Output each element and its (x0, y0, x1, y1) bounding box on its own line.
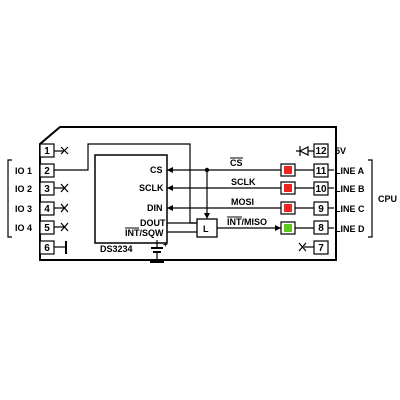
left-pin-6: 6 (39, 240, 55, 255)
signal-sclk: SCLK (231, 177, 256, 187)
nc-cross-icon (54, 183, 69, 193)
nc-cross-icon (54, 203, 69, 213)
cpu-label: CPU (378, 194, 397, 204)
left-pin-1: 1 (39, 143, 55, 158)
line-d-label: LINE D (335, 224, 365, 234)
line-c-label: LINE C (335, 204, 365, 214)
led-line-d (280, 221, 296, 235)
pin-number: 7 (318, 243, 324, 254)
left-pin-5: 5 (39, 220, 55, 235)
nc-cross-icon (54, 146, 69, 155)
battery-icon (150, 240, 164, 263)
nc-cross-icon (298, 242, 314, 252)
chip-pin-int-sqw: INT/SQW (125, 228, 164, 238)
pin-number: 11 (316, 166, 327, 177)
right-pin-11: 11 (313, 163, 329, 178)
pin-number: 10 (315, 184, 327, 195)
signal-int-miso: INT/MISO (227, 217, 267, 227)
chip-body (94, 154, 168, 244)
gate-label: L (203, 224, 209, 234)
io-label-2: IO 2 (15, 184, 32, 194)
led-line-a (280, 163, 296, 177)
io-label-3: IO 3 (15, 204, 32, 214)
led-line-c (280, 201, 296, 215)
signal-mosi: MOSI (231, 197, 254, 207)
pin-number: 9 (318, 204, 324, 215)
arrow-icon (204, 213, 210, 219)
diode-icon (296, 146, 314, 156)
left-pin-3: 3 (39, 181, 55, 196)
pin-number: 12 (315, 146, 327, 157)
chip-pin-dout: DOUT (140, 218, 166, 228)
pin-number: 5 (44, 223, 50, 234)
nc-cross-icon (54, 222, 69, 232)
pin-number: 6 (44, 243, 50, 254)
power-label: 5V (335, 146, 346, 156)
pin-number: 1 (44, 146, 50, 157)
arrow-icon (275, 225, 281, 231)
left-pin-4: 4 (39, 201, 55, 216)
signal-cs: CS (230, 158, 243, 168)
pin-number: 4 (44, 204, 50, 215)
line-a-label: LINE A (335, 166, 365, 176)
io-label-4: IO 4 (15, 223, 32, 233)
right-pin-12: 12 (313, 143, 329, 158)
pin-number: 8 (318, 223, 324, 234)
chip-pin-cs: CS (150, 165, 163, 175)
pin-number: 2 (44, 166, 50, 177)
chip-name: DS3234 (100, 244, 133, 254)
io-bracket (7, 159, 12, 238)
right-pin-8: 8 (313, 220, 329, 235)
arrow-icon (167, 185, 173, 191)
line-b-label: LINE B (335, 184, 365, 194)
led-line-b (280, 181, 296, 195)
chip-pin-din: DIN (147, 203, 163, 213)
pin-number: 3 (44, 184, 50, 195)
chip-pin-sclk: SCLK (139, 183, 164, 193)
arrow-icon (167, 167, 173, 173)
right-pin-10: 10 (313, 181, 329, 196)
cpu-bracket (368, 159, 373, 238)
battery-plus: + (163, 240, 168, 249)
io-label-1: IO 1 (15, 166, 32, 176)
right-pin-9: 9 (313, 201, 329, 216)
arrow-icon (167, 205, 173, 211)
right-pin-7: 7 (313, 240, 329, 255)
ground-stub-icon (54, 241, 67, 254)
left-pin-2: 2 (39, 163, 55, 178)
